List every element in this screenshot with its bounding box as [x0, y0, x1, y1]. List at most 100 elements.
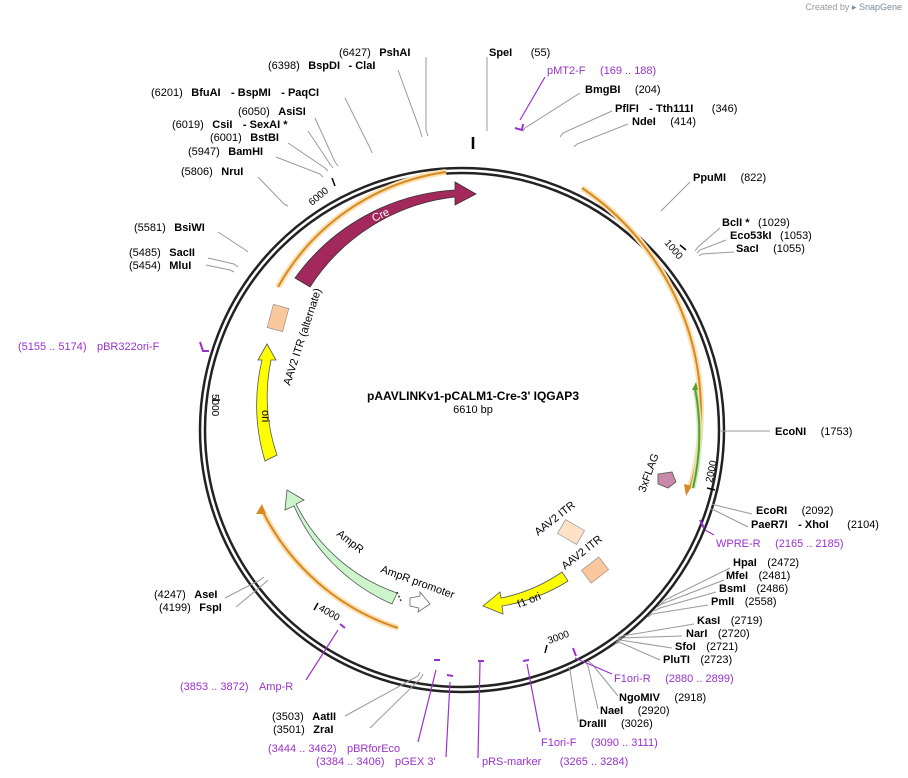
primer-ampr[interactable]: (3853 .. 3872) Amp-R — [180, 677, 293, 694]
site-ecori[interactable]: EcoRI (2092) — [756, 501, 833, 518]
site-bmgbi[interactable]: BmgBI (204) — [585, 80, 661, 97]
site-zrai[interactable]: (3501) ZraI — [273, 720, 333, 737]
primer-f1orir[interactable]: F1ori-R (2880 .. 2899) — [614, 669, 734, 686]
site-fspi[interactable]: (4199) FspI — [159, 598, 222, 615]
site-asisi[interactable]: (6050) AsiSI — [238, 102, 306, 119]
site-eco53ki[interactable]: Eco53kI (1053) — [730, 226, 812, 243]
tick-2000-mark — [706, 487, 716, 491]
leader-sfoi — [615, 639, 673, 649]
leader-asei — [224, 576, 265, 599]
primer-ampr-name: Amp-R — [259, 681, 293, 693]
site-bsiwi[interactable]: (5581) BsiWI — [134, 218, 205, 235]
primer-pgex[interactable]: (3384 .. 3406) pGEX 3' — [316, 752, 436, 769]
primer-wpre-name: WPRE-R — [716, 538, 761, 550]
cre-feature[interactable] — [294, 181, 477, 288]
site-bstbi-name: BstBI — [250, 132, 279, 144]
site-eco53ki-name: Eco53kI — [730, 230, 772, 242]
f1-ori-feature[interactable] — [482, 571, 569, 615]
site-spei[interactable]: SpeI (55) — [489, 43, 550, 60]
primer-wpre[interactable]: WPRE-R (2165 .. 2185) — [716, 534, 844, 551]
site-bstbi[interactable]: (6001) BstBI — [210, 128, 279, 145]
ampr-feature[interactable] — [284, 489, 398, 605]
leader-naei — [585, 662, 599, 710]
leader-bsiwi — [217, 231, 249, 253]
leader-paer7i — [710, 508, 749, 528]
site-bfuai-name: BfuAI — [191, 87, 220, 99]
leader-bcli — [694, 227, 721, 252]
primer-pmt2f-name: pMT2-F — [547, 65, 586, 77]
site-saci-pos: (1055) — [773, 243, 805, 255]
site-ppumi-name: PpuMI — [693, 172, 726, 184]
site-hpai[interactable]: HpaI (2472) — [733, 553, 799, 570]
site-sfoi-pos: (2721) — [706, 641, 738, 653]
site-pluti-pos: (2723) — [700, 654, 732, 666]
primer-pmt2f[interactable]: pMT2-F (169 .. 188) — [547, 61, 656, 78]
site-ndei[interactable]: NdeI (414) — [632, 112, 696, 129]
backbone — [198, 137, 726, 694]
site-kasi-pos: (2719) — [731, 615, 763, 627]
aav2-itr-1-feature[interactable] — [557, 519, 585, 545]
primer-f1orif-name: F1ori-F — [541, 737, 577, 749]
site-pflfi-alt: - Tth111I — [649, 103, 693, 115]
site-pflfi-pos: (346) — [712, 103, 738, 115]
site-ndei-name: NdeI — [632, 116, 656, 128]
site-spei-name: SpeI — [489, 47, 512, 59]
site-bfuai-pos: (6201) — [151, 87, 183, 99]
site-econi[interactable]: EcoNI (1753) — [775, 422, 852, 439]
site-paer7i-pos: (2104) — [847, 519, 879, 531]
site-pmli[interactable]: PmlI (2558) — [711, 592, 776, 609]
site-nrui[interactable]: (5806) NruI — [181, 162, 243, 179]
site-ngomiv[interactable]: NgoMIV (2918) — [619, 688, 706, 705]
credit-prefix: Created by — [805, 2, 850, 12]
site-aatii[interactable]: (3503) AatII — [272, 707, 336, 724]
site-bsmi[interactable]: BsmI (2486) — [719, 579, 788, 596]
tick-4000: 4000 — [317, 603, 342, 624]
site-bspdi-pos: (6398) — [268, 60, 300, 72]
site-labels-left: (6427) PshAI (6398) BspDI - ClaI (6201) … — [129, 43, 410, 737]
primer-pbr322[interactable]: (5155 .. 5174) pBR322ori-F — [18, 337, 160, 354]
marker-f1orif — [522, 659, 530, 662]
site-pluti[interactable]: PluTI (2723) — [663, 650, 732, 667]
leader-zrai — [369, 673, 424, 729]
aav2-itr-2-feature[interactable] — [580, 556, 610, 584]
site-csii[interactable]: (6019) CsiI - SexAI * — [172, 115, 288, 132]
leader-pmt2f — [519, 76, 546, 121]
site-draiii[interactable]: DraIII (3026) — [579, 714, 653, 731]
primer-markers — [199, 76, 715, 759]
site-psha-pos: (6427) — [339, 47, 371, 59]
site-mfei[interactable]: MfeI (2481) — [726, 566, 790, 583]
leader-aatii — [344, 671, 421, 717]
aav2-itr-alt-feature[interactable] — [266, 303, 290, 333]
primer-f1orif[interactable]: F1ori-F (3090 .. 3111) — [541, 733, 658, 750]
ampr-promoter-feature[interactable] — [409, 590, 431, 613]
leader-saci — [698, 251, 735, 257]
site-pluti-name: PluTI — [663, 654, 690, 666]
site-mlui[interactable]: (5454) MluI — [129, 256, 191, 273]
site-bspdi[interactable]: (6398) BspDI - ClaI — [268, 56, 375, 73]
site-sacii[interactable]: (5485) SacII — [129, 243, 195, 260]
snapgene-credit: Created by ▸ SnapGene — [805, 2, 902, 13]
site-saci[interactable]: SacI (1055) — [736, 239, 805, 256]
site-bfuai[interactable]: (6201) BfuAI - BspMI - PaqCI — [151, 83, 319, 100]
site-pflfi[interactable]: PflFI - Tth111I (346) — [615, 99, 737, 116]
site-bamhi[interactable]: (5947) BamHI — [188, 142, 263, 159]
site-kasi[interactable]: KasI (2719) — [697, 611, 763, 628]
site-nari[interactable]: NarI (2720) — [686, 624, 750, 641]
primer-pbrforeco-range: (3444 .. 3462) — [268, 743, 337, 755]
site-sfoi[interactable]: SfoI (2721) — [675, 637, 738, 654]
ori-feature[interactable] — [256, 343, 278, 462]
site-asei[interactable]: (4247) AseI — [154, 585, 218, 602]
flag-feature[interactable] — [657, 471, 677, 489]
site-psha[interactable]: (6427) PshAI — [339, 43, 410, 60]
site-bcli[interactable]: BclI * (1029) — [722, 213, 790, 230]
site-naei[interactable]: NaeI (2920) — [600, 701, 670, 718]
site-bcli-name: BclI * — [722, 217, 750, 229]
site-econi-pos: (1753) — [821, 426, 853, 438]
site-ppumi[interactable]: PpuMI (822) — [693, 168, 766, 185]
site-paer7i[interactable]: PaeR7I - XhoI (2104) — [751, 515, 879, 532]
primer-pbrforeco[interactable]: (3444 .. 3462) pBRforEco — [268, 739, 400, 756]
primer-prs[interactable]: pRS-marker (3265 .. 3284) — [482, 752, 628, 769]
site-spei-pos: (55) — [531, 47, 551, 59]
marker-pgex — [446, 674, 454, 677]
